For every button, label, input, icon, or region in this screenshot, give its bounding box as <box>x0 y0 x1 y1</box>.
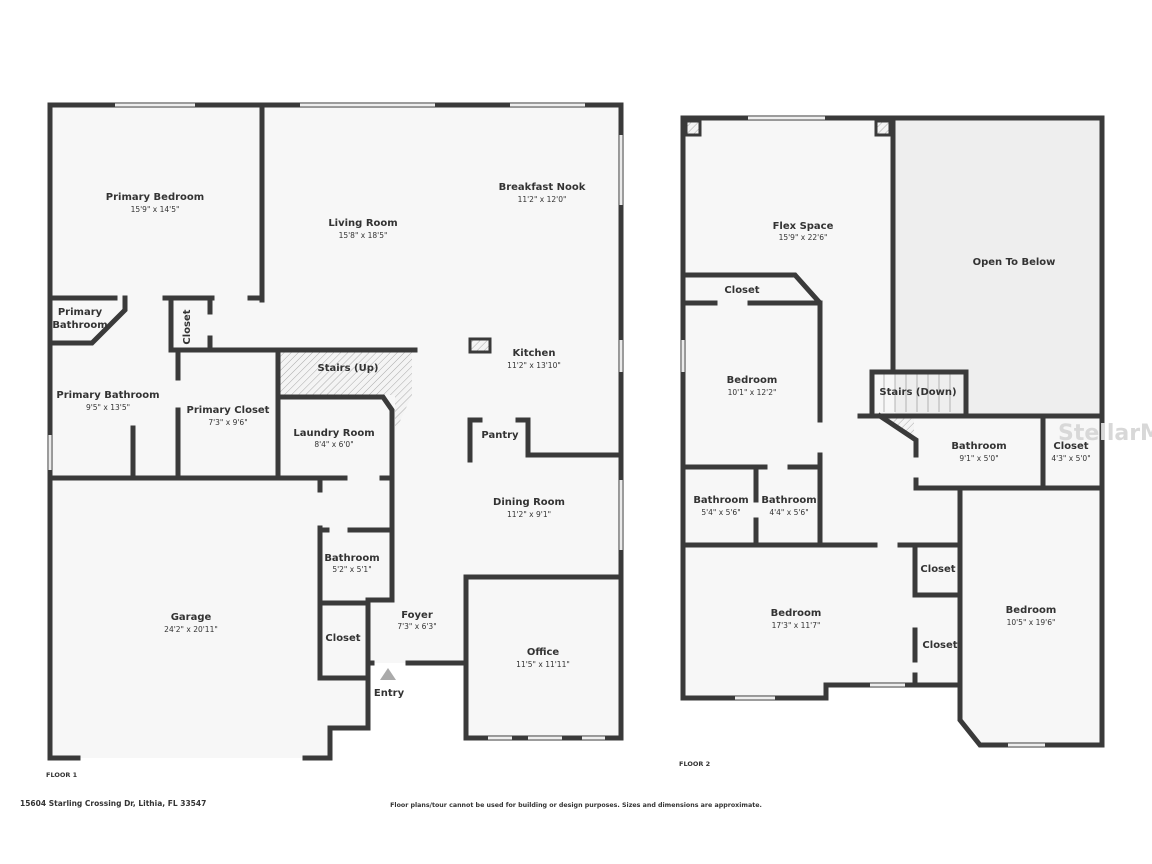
room-dims: 24'2" x 20'11" <box>164 625 218 634</box>
room-dims: 5'4" x 5'6" <box>701 508 740 517</box>
floor1-room-labels: Primary Bedroom 15'9" x 14'5" Living Roo… <box>52 182 585 699</box>
room-dims: 15'9" x 14'5" <box>131 205 180 214</box>
room-name: Dining Room <box>493 497 565 508</box>
room-dims: 11'2" x 12'0" <box>518 195 567 204</box>
room-name: Primary Bathroom <box>56 390 159 401</box>
room-name: Closet <box>182 309 193 344</box>
room-name: Kitchen <box>513 348 556 359</box>
floor1-fill <box>50 105 621 758</box>
room-name: Bathroom <box>951 441 1006 452</box>
room-name: Bathroom <box>52 320 107 331</box>
room-name: Closet <box>325 633 360 644</box>
room-name: Living Room <box>328 218 397 229</box>
room-name: Primary <box>58 307 103 318</box>
entry-arrow-icon <box>380 668 396 680</box>
room-name: Bathroom <box>324 553 379 564</box>
windows <box>48 103 1045 747</box>
floor2-room-labels: Flex Space 15'9" x 22'6" Bedroom 10'1" x… <box>693 221 1090 651</box>
entry-label: Entry <box>374 688 405 699</box>
room-dims: 10'1" x 12'2" <box>728 388 777 397</box>
column-fixture <box>684 119 702 137</box>
watermark-logo: StellarMLS <box>1058 421 1152 446</box>
room-dims: 4'3" x 5'0" <box>1051 454 1090 463</box>
room-name: Bedroom <box>1006 605 1057 616</box>
room-name: Pantry <box>481 430 519 441</box>
floor2-label: FLOOR 2 <box>679 760 710 768</box>
wall <box>680 272 823 423</box>
wall <box>680 115 1105 748</box>
room-name: Laundry Room <box>293 428 374 439</box>
room-name: Closet <box>920 564 955 575</box>
room-dims: 7'3" x 9'6" <box>208 418 247 427</box>
room-name: Primary Bedroom <box>106 192 204 203</box>
room-dims: 11'5" x 11'11" <box>516 660 570 669</box>
room-name: Stairs (Down) <box>879 387 956 398</box>
room-dims: 15'8" x 18'5" <box>339 231 388 240</box>
disclaimer: Floor plans/tour cannot be used for buil… <box>390 802 762 809</box>
room-name: Bedroom <box>727 375 778 386</box>
room-name: Flex Space <box>773 221 834 232</box>
room-dims: 11'2" x 13'10" <box>507 361 561 370</box>
room-name: Bathroom <box>761 495 816 506</box>
room-name: Closet <box>922 640 957 651</box>
room-dims: 5'2" x 5'1" <box>332 565 371 574</box>
room-dims: 4'4" x 5'6" <box>769 508 808 517</box>
open-to-below-area <box>895 118 1102 416</box>
wall <box>876 412 919 458</box>
wall <box>869 369 969 419</box>
room-name: Open To Below <box>973 257 1056 268</box>
room-dims: 11'2" x 9'1" <box>507 510 551 519</box>
wall <box>47 295 128 346</box>
stairs-down-treads <box>883 374 951 412</box>
room-dims: 8'4" x 6'0" <box>314 440 353 449</box>
room-dims: 15'9" x 22'6" <box>779 233 828 242</box>
room-name: Closet <box>1053 441 1088 452</box>
room-dims: 17'3" x 11'7" <box>772 621 821 630</box>
room-name: Primary Closet <box>187 405 270 416</box>
room-dims: 9'5" x 13'5" <box>86 403 130 412</box>
wall <box>913 477 1105 491</box>
wall <box>47 102 624 761</box>
column-fixture <box>874 119 892 137</box>
room-name: Closet <box>724 285 759 296</box>
room-dims: 7'3" x 6'3" <box>397 622 436 631</box>
room-name: Office <box>527 647 560 658</box>
room-dims: 10'5" x 19'6" <box>1007 618 1056 627</box>
room-dims: 9'1" x 5'0" <box>959 454 998 463</box>
room-name: Garage <box>171 612 212 623</box>
wall <box>515 417 624 458</box>
room-name: Bathroom <box>693 495 748 506</box>
room-name: Stairs (Up) <box>318 363 379 374</box>
wall <box>275 394 395 666</box>
address: 15604 Starling Crossing Dr, Lithia, FL 3… <box>20 799 206 808</box>
stairs-up-hatch <box>280 352 412 432</box>
wall <box>168 295 418 353</box>
kitchen-island-fixture <box>468 337 492 354</box>
wall <box>467 417 483 463</box>
walls <box>47 102 1105 761</box>
room-name: Foyer <box>401 610 433 621</box>
room-name: Bedroom <box>771 608 822 619</box>
room-name: Breakfast Nook <box>499 182 586 193</box>
wall <box>912 542 963 598</box>
floor1-label: FLOOR 1 <box>46 771 78 779</box>
